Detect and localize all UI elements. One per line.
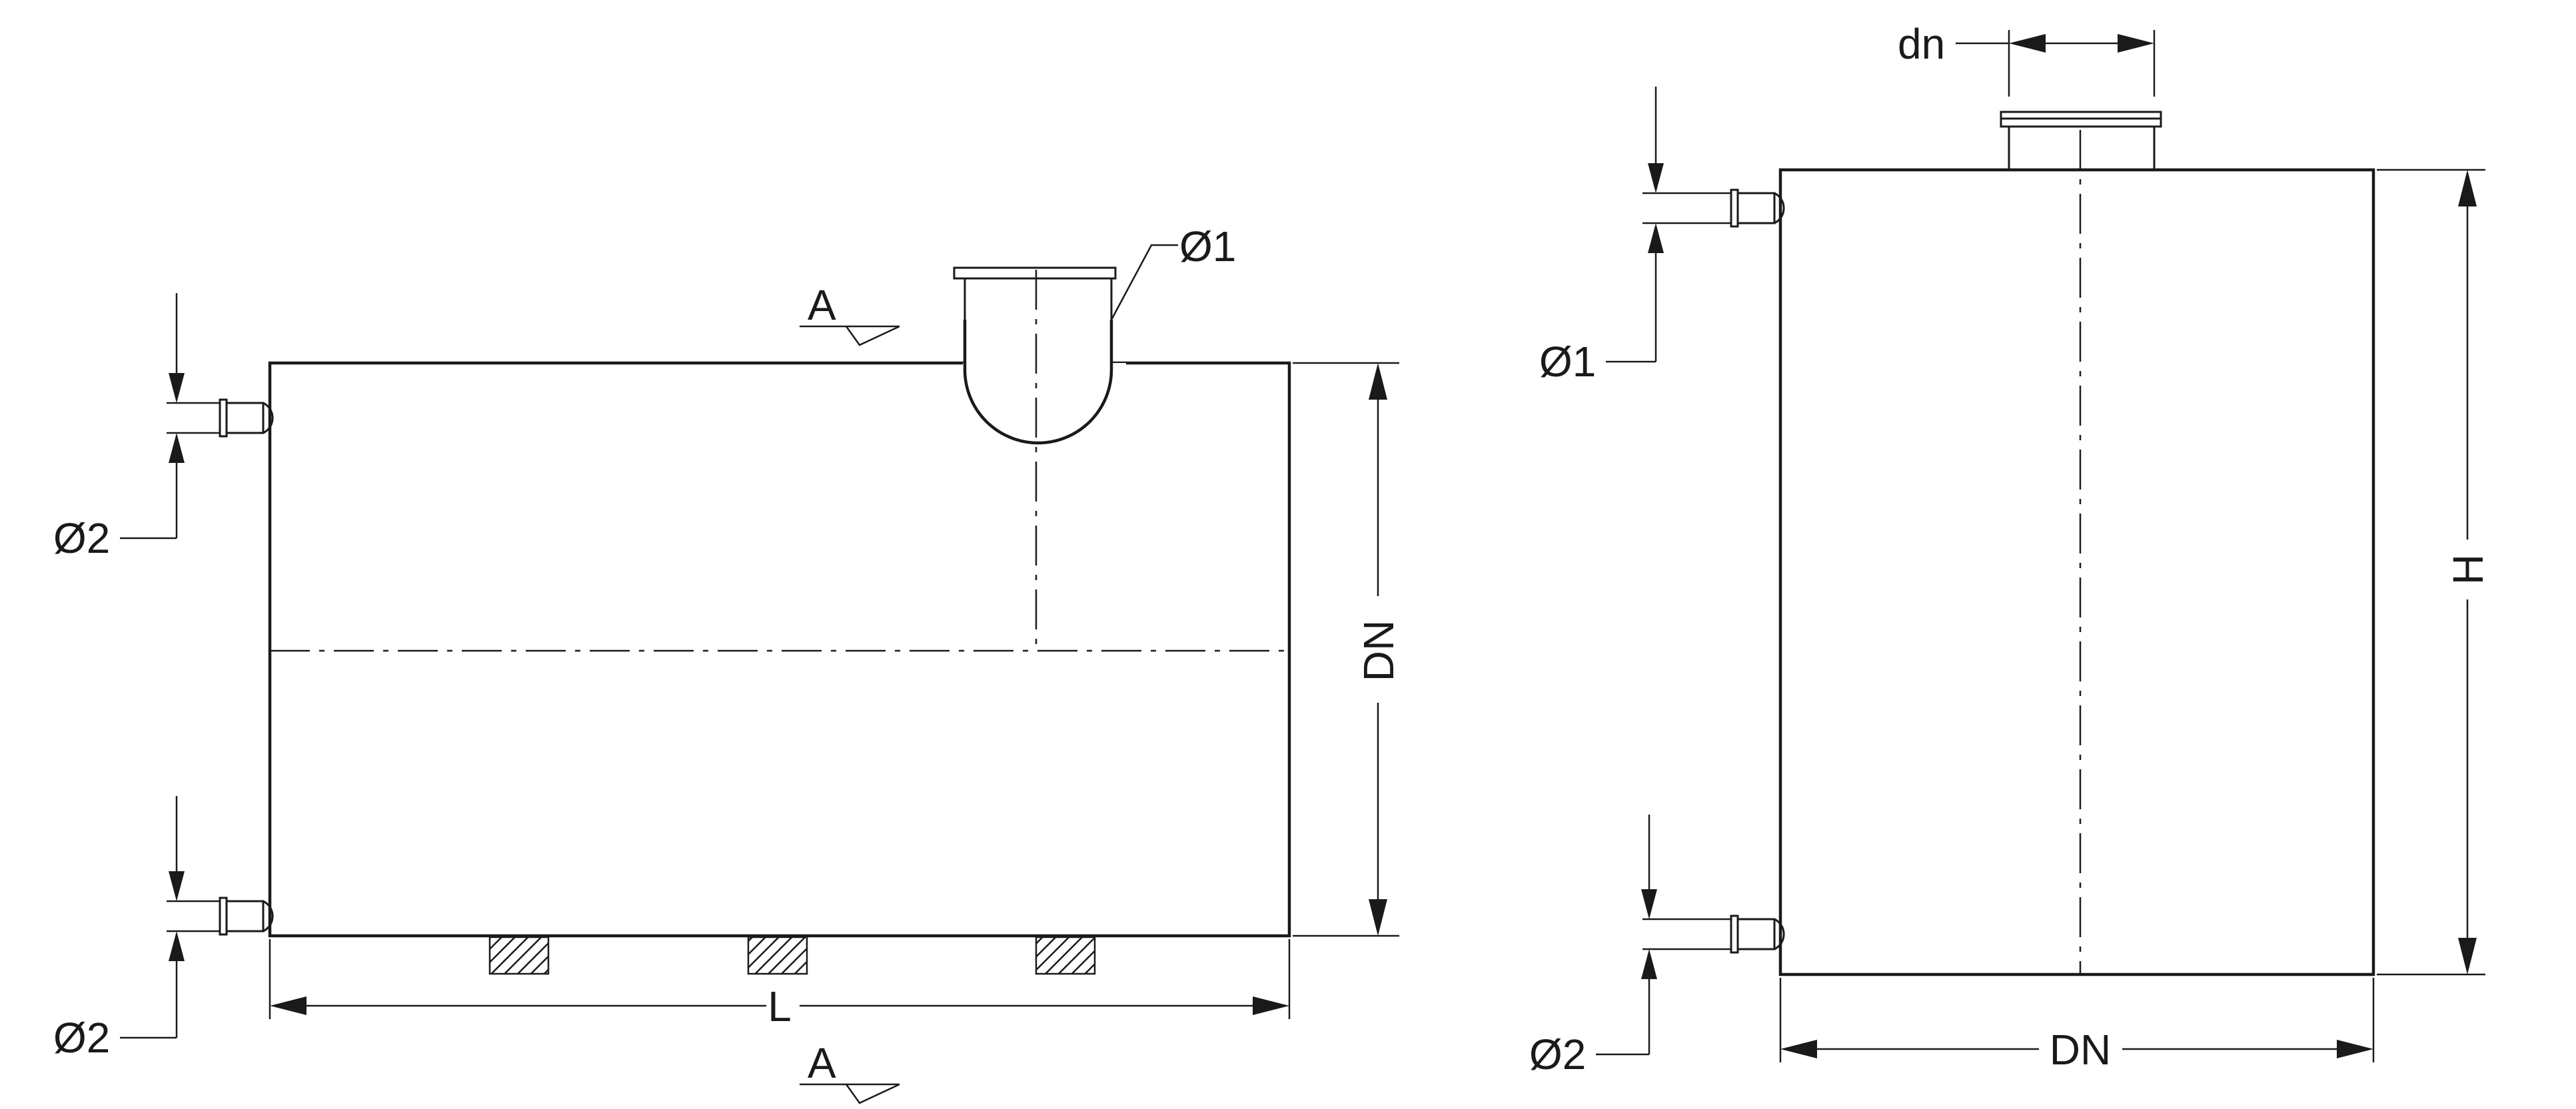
section-upper-nozzle-label: Ø1	[1539, 338, 1596, 386]
top-dome-nozzle	[953, 266, 1126, 651]
section-view: dn Ø1 Ø2	[1529, 20, 2492, 1078]
svg-text:A: A	[808, 1039, 836, 1087]
lower-left-nozzle-label: Ø2	[53, 1014, 110, 1062]
support-saddle-1	[488, 936, 550, 975]
section-lower-nozzle-label: Ø2	[1529, 1030, 1586, 1078]
section-upper-nozzle	[1642, 188, 1785, 228]
section-mark-bottom: A	[800, 1039, 900, 1104]
horizontal-tank-body	[268, 361, 1291, 938]
support-saddle-3	[1035, 936, 1096, 975]
section-diameter-label: DN	[2050, 1026, 2111, 1074]
vertical-tank-body	[1778, 168, 2375, 976]
section-lower-nozzle	[1642, 915, 1785, 954]
height-label: H	[2444, 554, 2492, 585]
lower-left-nozzle	[167, 897, 274, 936]
dn-top-label: dn	[1898, 20, 1945, 68]
support-saddle-2	[747, 936, 808, 975]
side-view: Ø1 Ø2 Ø2	[53, 222, 1403, 1104]
upper-left-nozzle-label: Ø2	[53, 514, 110, 562]
side-diameter-label: DN	[1355, 620, 1403, 681]
length-label: L	[768, 982, 792, 1030]
top-nozzle-leader	[1110, 244, 1178, 320]
upper-left-nozzle	[167, 398, 274, 438]
svg-text:A: A	[808, 281, 836, 329]
top-nozzle-label: Ø1	[1179, 222, 1236, 270]
section-top-nozzle	[2000, 111, 2162, 171]
section-mark-top: A	[800, 281, 900, 346]
